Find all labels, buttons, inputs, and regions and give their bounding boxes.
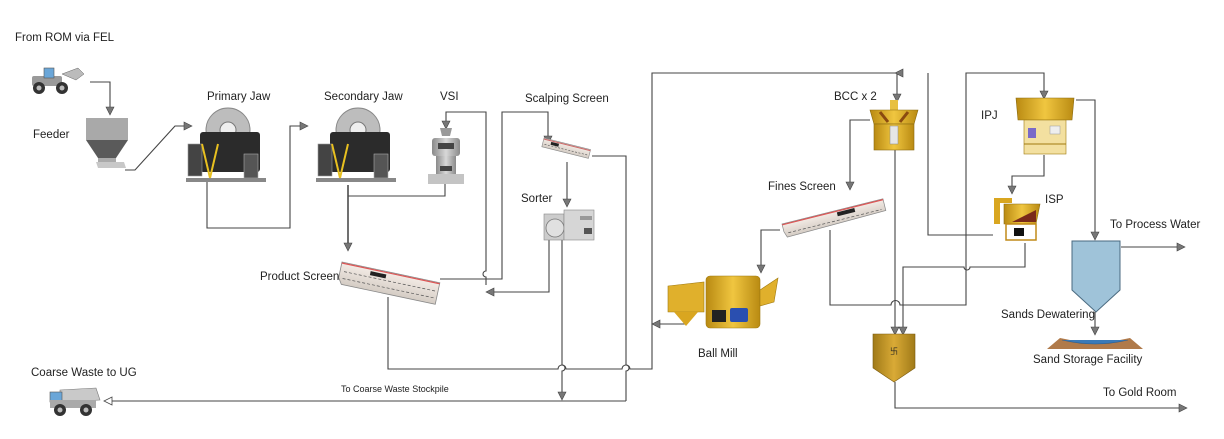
flow-product-to-scalping <box>440 111 549 280</box>
label-source: From ROM via FEL <box>15 32 115 44</box>
label-coarse-waste: Coarse Waste to UG <box>31 367 137 379</box>
arrow-right-primary <box>183 121 193 131</box>
flow-lines <box>90 72 1180 409</box>
isp-separator-icon[interactable] <box>994 198 1041 241</box>
gold-concentrate-bin-icon[interactable]: 卐 <box>872 333 916 383</box>
label-scalping-screen: Scalping Screen <box>525 93 609 105</box>
label-isp: ISP <box>1045 194 1064 206</box>
arrow-down-feeder <box>105 106 115 116</box>
label-sands-dewatering: Sands Dewatering <box>1001 309 1095 321</box>
arrow-left-coarse-waste <box>103 396 113 406</box>
flow-ipj-to-sands <box>1076 99 1096 233</box>
label-feeder: Feeder <box>33 129 70 141</box>
feeder-icon[interactable] <box>86 118 128 168</box>
arrow-down-gold-1 <box>890 326 900 336</box>
arrow-down-sands-dewatering <box>1090 231 1100 241</box>
label-ball-mill: Ball Mill <box>698 348 738 360</box>
haul-truck-icon[interactable] <box>49 387 101 416</box>
flow-vsi-discharge <box>348 183 446 197</box>
arrow-down-bcc <box>892 93 902 103</box>
arrow-down-sorter <box>562 198 572 208</box>
sorter-icon[interactable] <box>543 209 595 241</box>
arrow-down-vsi <box>441 120 451 130</box>
flow-fines-to-ball-mill <box>760 229 780 266</box>
product-screen-icon[interactable] <box>337 261 441 305</box>
flow-primary-to-secondary <box>206 125 300 229</box>
flow-ipj-to-isp <box>1011 155 1045 187</box>
ball-mill-icon[interactable] <box>667 275 779 329</box>
label-product-screen: Product Screen <box>260 271 339 283</box>
flow-sorter-reject <box>561 240 566 393</box>
flow-scalping-oversize <box>592 155 630 401</box>
flow-feeder-to-primary <box>125 125 184 171</box>
arrow-down-waste-line <box>557 391 567 401</box>
arrow-down-sand-storage <box>1090 326 1100 336</box>
label-process-water: To Process Water <box>1110 219 1200 231</box>
label-primary-jaw: Primary Jaw <box>207 91 271 103</box>
flow-fines-undersize <box>829 72 1045 306</box>
arrow-left-ball-mill-out <box>651 319 661 329</box>
label-coarse-waste-stockpile: To Coarse Waste Stockpile <box>341 384 449 394</box>
fines-screen-icon[interactable] <box>781 198 887 238</box>
flow-sorter-to-product-screen <box>492 240 550 293</box>
arrow-right-process-water <box>1176 242 1186 252</box>
bcc-concentrator-icon[interactable] <box>869 100 919 151</box>
scalping-screen-icon[interactable] <box>541 137 591 159</box>
secondary-jaw-crusher-icon[interactable] <box>316 107 396 182</box>
flow-loader-to-feeder <box>90 81 111 108</box>
arrow-down-fines <box>845 181 855 191</box>
flow-to-gold-room <box>894 382 1180 409</box>
arrow-left-product-return <box>485 287 495 297</box>
arrow-down-ball-mill <box>756 264 766 274</box>
label-vsi: VSI <box>440 91 459 103</box>
label-sand-storage: Sand Storage Facility <box>1033 354 1143 366</box>
label-fines-screen: Fines Screen <box>768 181 836 193</box>
flow-isp-to-gold <box>902 243 1026 328</box>
flow-product-screen-to-vsi <box>445 111 487 285</box>
arrow-right-secondary <box>299 121 309 131</box>
arrow-right-gold-room <box>1178 403 1188 413</box>
arrow-down-isp <box>1007 185 1017 195</box>
front-end-loader-icon[interactable] <box>32 67 85 94</box>
arrow-down-product-screen <box>343 242 353 252</box>
arrow-left-recirc <box>894 68 904 78</box>
primary-jaw-crusher-icon[interactable] <box>186 107 266 182</box>
sands-dewatering-tank-icon[interactable] <box>1071 240 1121 313</box>
label-sorter: Sorter <box>521 193 552 205</box>
arrow-down-ipj <box>1039 90 1049 100</box>
flow-bcc-to-fines <box>849 119 870 183</box>
flow-product-screen-undersize <box>387 72 903 370</box>
label-bcc: BCC x 2 <box>834 91 877 103</box>
flow-recirc-to-bcc <box>927 73 993 236</box>
sand-storage-facility-icon[interactable] <box>1047 338 1143 349</box>
label-gold-room: To Gold Room <box>1103 387 1177 399</box>
arrow-down-gold-2 <box>898 326 908 336</box>
gold-bin-logo-icon: 卐 <box>890 347 898 356</box>
label-ipj: IPJ <box>981 110 998 122</box>
label-secondary-jaw: Secondary Jaw <box>324 91 403 103</box>
labels: From ROM via FEL Feeder Primary Jaw Seco… <box>15 32 1200 399</box>
vsi-crusher-icon[interactable] <box>428 128 464 184</box>
ipj-jig-icon[interactable] <box>1015 97 1075 155</box>
